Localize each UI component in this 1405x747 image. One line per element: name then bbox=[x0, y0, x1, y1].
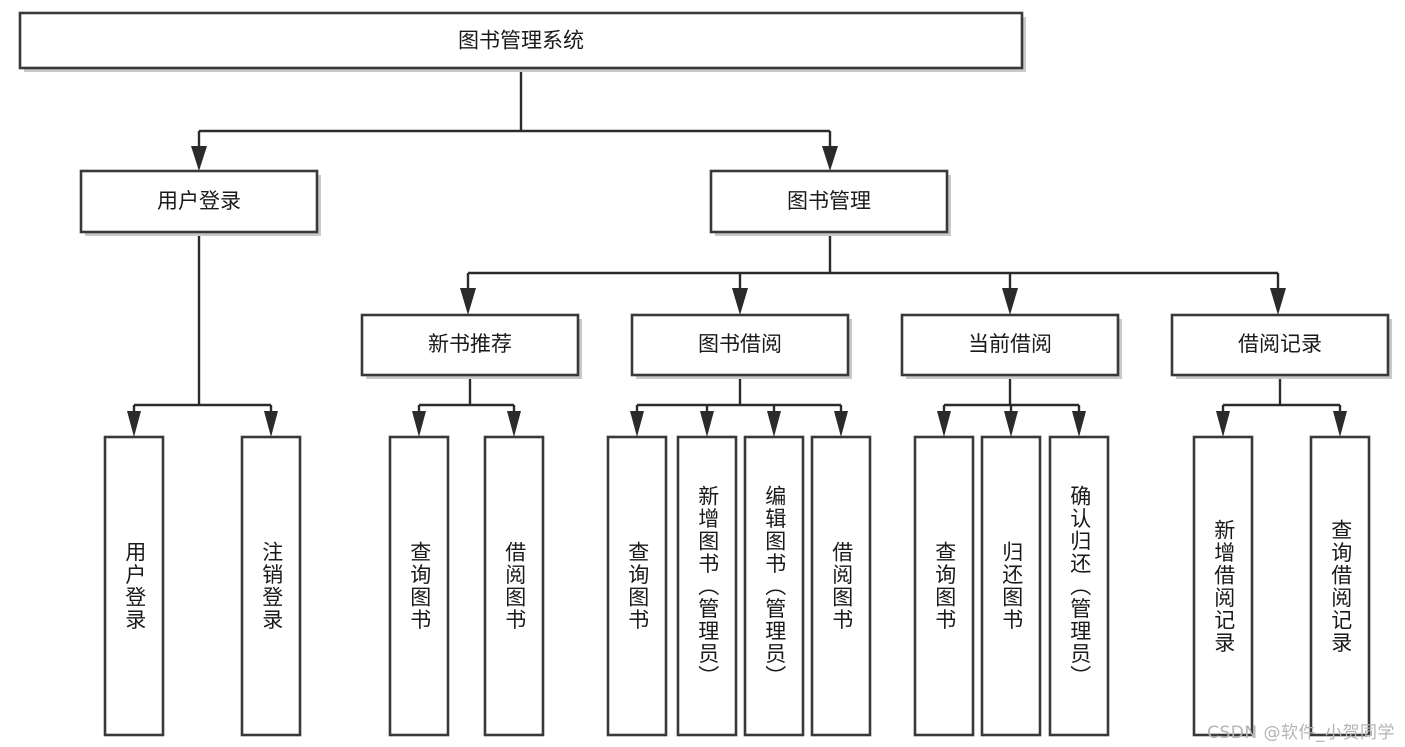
arrow-head-leaf-br-2 bbox=[1333, 411, 1347, 437]
connector-group-book-borrow bbox=[630, 375, 848, 437]
watermark-text: CSDN @软件_小贺同学 bbox=[1207, 723, 1395, 743]
arrow-head-book-borrow bbox=[732, 288, 748, 315]
arrow-head-new-book bbox=[460, 288, 476, 315]
leaf-box-book-borrow-4[interactable] bbox=[810, 435, 872, 737]
node-book-manage-label: 图书管理 bbox=[787, 189, 871, 213]
node-book-borrow-box[interactable] bbox=[630, 313, 850, 377]
leaf-box-borrow-record-2[interactable] bbox=[1309, 435, 1371, 737]
node-borrow-record-label: 借阅记录 bbox=[1238, 332, 1322, 356]
arrow-head-leaf-bb-1 bbox=[630, 411, 644, 437]
node-book-borrow-label: 图书借阅 bbox=[698, 332, 782, 356]
arrow-head-current-borrow bbox=[1002, 288, 1018, 315]
node-user-login-label: 用户登录 bbox=[157, 189, 241, 213]
leaf-box-book-borrow-2[interactable] bbox=[676, 435, 738, 737]
arrow-head-leaf-cb-1 bbox=[937, 411, 951, 437]
connector-group-user-login bbox=[127, 232, 278, 437]
leaf-box-user-login-2[interactable] bbox=[240, 435, 302, 737]
arrow-head-borrow-record bbox=[1270, 288, 1286, 315]
connector-group-current-borrow bbox=[937, 375, 1086, 437]
node-root-box[interactable] bbox=[18, 11, 1024, 70]
node-user-login[interactable]: 用户登录 bbox=[79, 169, 321, 236]
node-new-book-recommend[interactable]: 新书推荐 bbox=[360, 313, 582, 379]
arrow-head-leaf-ul-1 bbox=[127, 411, 141, 437]
node-book-manage[interactable]: 图书管理 bbox=[709, 169, 951, 236]
leaf-box-current-borrow-2[interactable] bbox=[980, 435, 1042, 737]
arrow-head-leaf-ul-2 bbox=[264, 411, 278, 437]
node-borrow-record-box[interactable] bbox=[1170, 313, 1390, 377]
arrow-head-leaf-nb-2 bbox=[507, 411, 521, 437]
leaf-box-new-book-1[interactable] bbox=[388, 435, 450, 737]
leaf-box-borrow-record-1[interactable] bbox=[1192, 435, 1254, 737]
arrow-head-leaf-bb-3 bbox=[767, 411, 781, 437]
arrow-head-user-login bbox=[191, 146, 207, 171]
node-user-login-box[interactable] bbox=[79, 169, 319, 234]
arrow-head-leaf-cb-2 bbox=[1004, 411, 1018, 437]
node-book-manage-box[interactable] bbox=[709, 169, 949, 234]
leaf-box-new-book-2[interactable] bbox=[483, 435, 545, 737]
arrow-head-leaf-bb-2 bbox=[700, 411, 714, 437]
leaf-box-current-borrow-1[interactable] bbox=[913, 435, 975, 737]
node-current-borrow-label: 当前借阅 bbox=[968, 332, 1052, 356]
arrow-head-leaf-bb-4 bbox=[834, 411, 848, 437]
connector-group-new-book bbox=[412, 375, 521, 437]
connector-group-book-manage bbox=[460, 232, 1286, 315]
leaf-box-current-borrow-3[interactable] bbox=[1048, 435, 1110, 737]
node-borrow-record[interactable]: 借阅记录 bbox=[1170, 313, 1392, 379]
node-current-borrow[interactable]: 当前借阅 bbox=[900, 313, 1122, 379]
leaf-box-book-borrow-1[interactable] bbox=[606, 435, 668, 737]
node-current-borrow-box[interactable] bbox=[900, 313, 1120, 377]
arrow-head-leaf-nb-1 bbox=[412, 411, 426, 437]
node-new-book-recommend-label: 新书推荐 bbox=[428, 332, 512, 356]
leaf-box-book-borrow-3[interactable] bbox=[743, 435, 805, 737]
node-book-borrow[interactable]: 图书借阅 bbox=[630, 313, 852, 379]
leaf-boxes bbox=[103, 435, 1371, 737]
node-root[interactable]: 图书管理系统 bbox=[18, 11, 1026, 72]
arrow-head-book-manage bbox=[822, 146, 838, 171]
node-root-label: 图书管理系统 bbox=[458, 29, 584, 53]
node-new-book-recommend-box[interactable] bbox=[360, 313, 580, 377]
connector-group-root bbox=[191, 68, 838, 171]
leaf-box-user-login-1[interactable] bbox=[103, 435, 165, 737]
arrow-head-leaf-cb-3 bbox=[1072, 411, 1086, 437]
arrow-head-leaf-br-1 bbox=[1216, 411, 1230, 437]
connector-group-borrow-record bbox=[1216, 375, 1347, 437]
